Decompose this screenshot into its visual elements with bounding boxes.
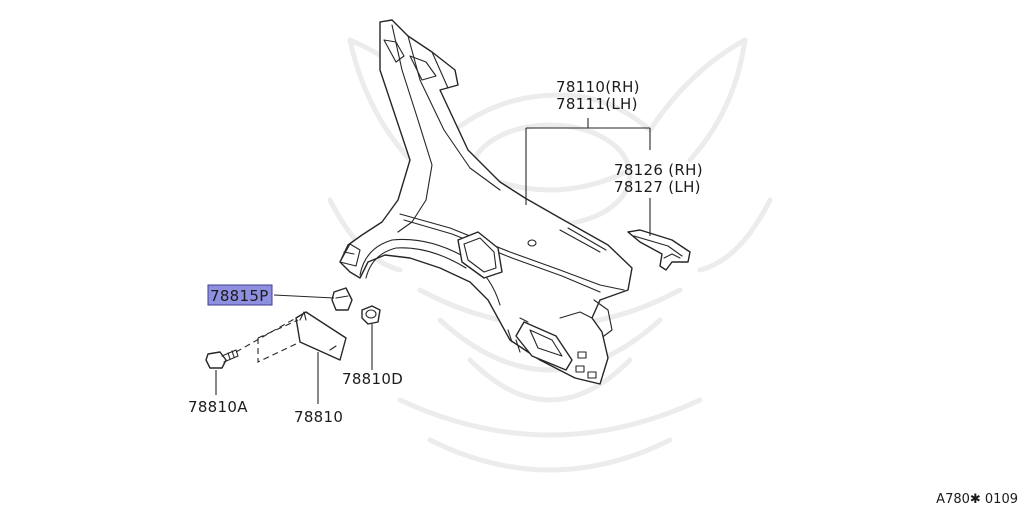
- highlighted-callout-box: [207, 284, 273, 306]
- quarter-panel-extension: [627, 229, 691, 271]
- cap-part: [331, 287, 353, 311]
- leader-lines: [215, 118, 651, 404]
- stopper-part: [361, 305, 381, 325]
- fuel-filler-lid: [295, 311, 347, 361]
- callout-stopper: 78810D: [342, 370, 403, 388]
- callout-quarter-panel-rh: 78110(RH): [556, 78, 640, 96]
- callout-filler-lid: 78810: [294, 408, 343, 426]
- callout-cap[interactable]: 78815P: [210, 287, 269, 305]
- assembly-dashed-lines: [235, 317, 301, 363]
- callout-extension-rh: 78126 (RH): [614, 161, 703, 179]
- bolt-part: [205, 349, 239, 369]
- callout-extension-lh: 78127 (LH): [614, 178, 701, 196]
- rear-quarter-panel: [339, 19, 633, 385]
- callout-filler-lid-bolt: 78810A: [188, 398, 248, 416]
- callout-quarter-panel-lh: 78111(LH): [556, 95, 638, 113]
- figure-code: A780✱ 0109: [936, 492, 1018, 507]
